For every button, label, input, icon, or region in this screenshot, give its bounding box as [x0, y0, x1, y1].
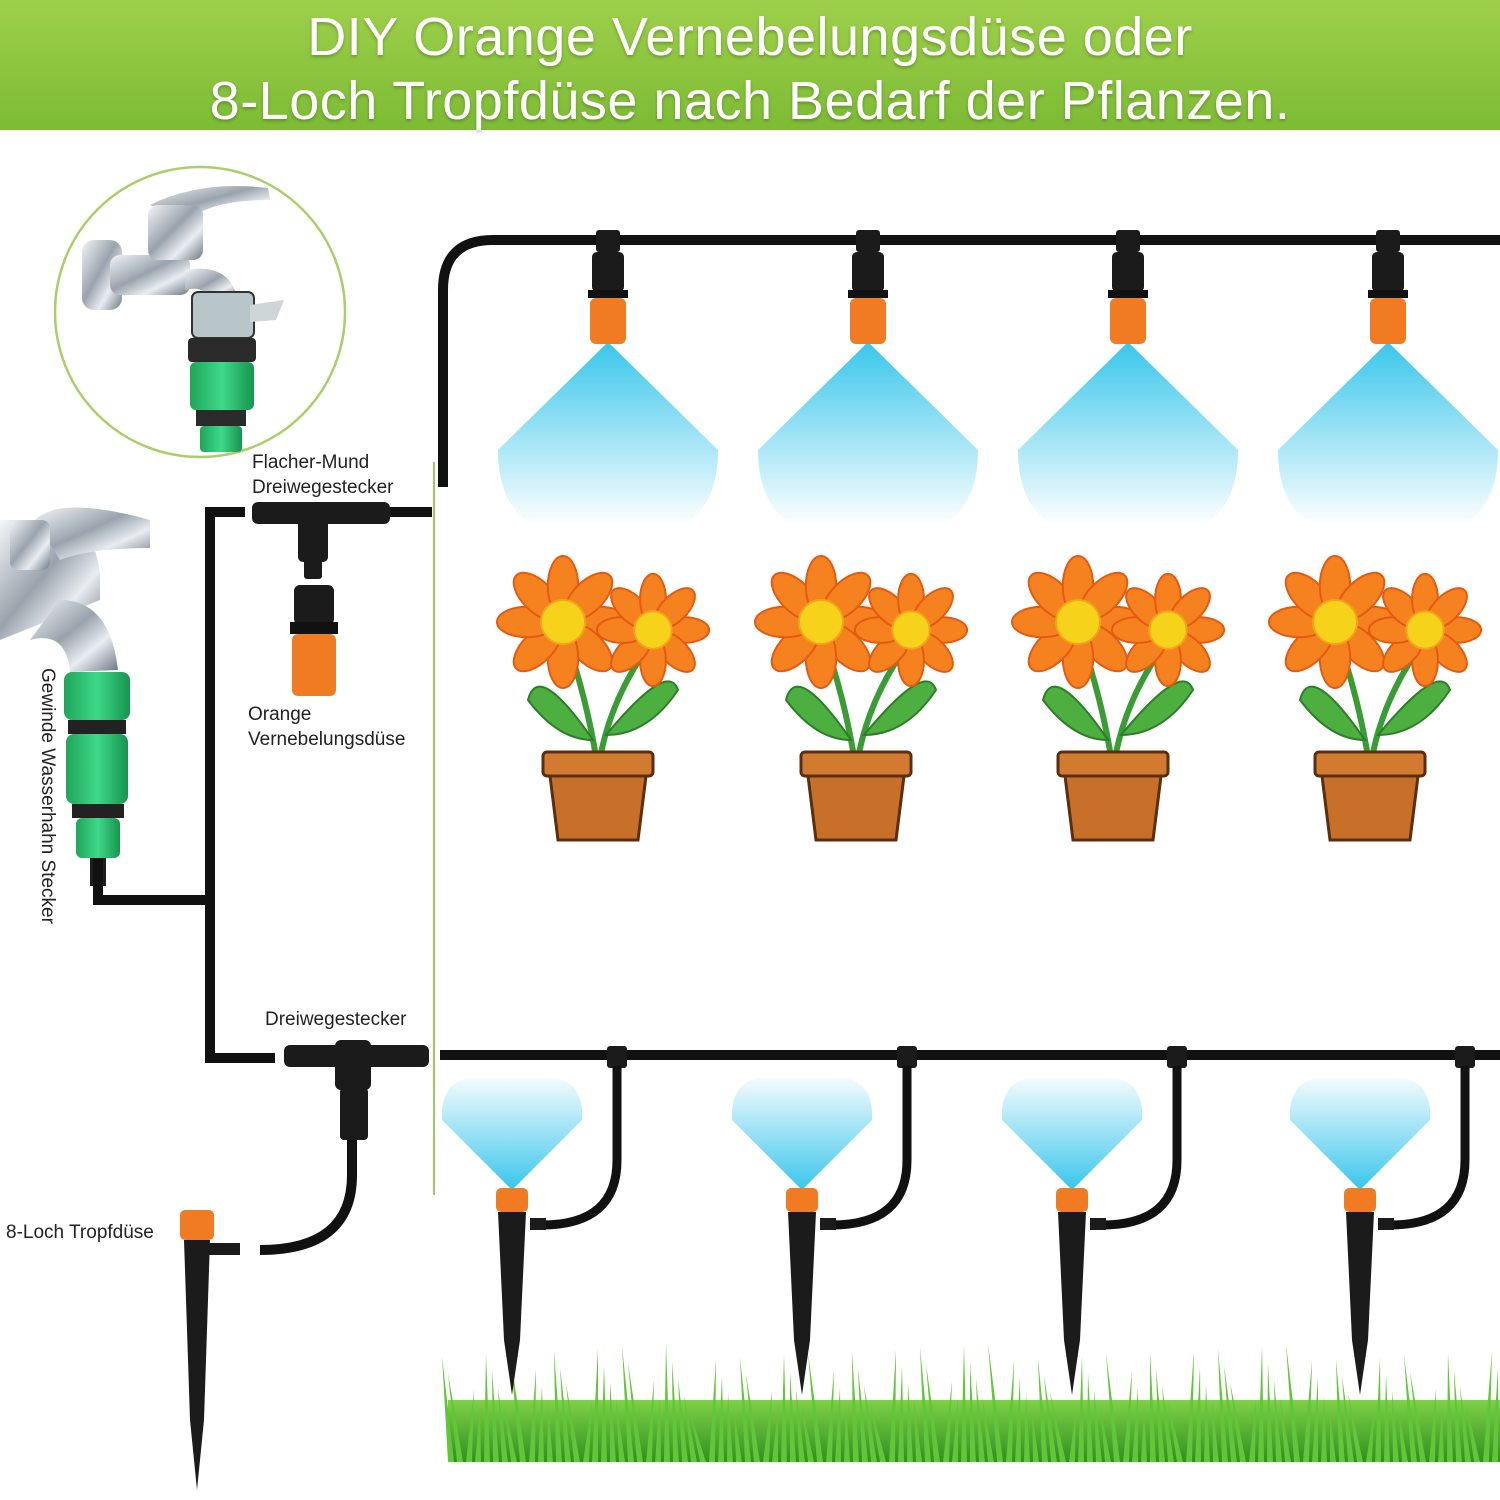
drip-stake-2: [731, 1046, 917, 1395]
label-drip-nozzle: 8-Loch Tropfdüse: [6, 1222, 154, 1243]
orange-mist-nozzle-icon: [290, 585, 338, 696]
drip-stake-1: [441, 1046, 627, 1395]
label-flat-connector-line-2: Dreiwegestecker: [252, 477, 394, 498]
label-tee-connector: Dreiwegestecker: [265, 1009, 407, 1030]
main-faucet-icon: [0, 507, 150, 886]
flower-pot-2: [754, 555, 969, 842]
label-orange-nozzle-line-2: Vernebelungsdüse: [248, 729, 406, 750]
mist-nozzle-2: [758, 230, 978, 525]
drip-stake-4: [1289, 1046, 1475, 1395]
quick-connector-icon: [188, 291, 284, 452]
label-flat-connector-line-1: Flacher-Mund: [252, 452, 370, 473]
faucet-inset: [53, 165, 347, 459]
label-flat-connector: Flacher-Mund Dreiwegestecker: [252, 450, 394, 500]
mist-nozzle-row: [498, 230, 1498, 525]
drip-stake-icon: [180, 1210, 240, 1490]
mist-nozzle-4: [1278, 230, 1498, 525]
label-tap-connector: Gewinde Wasserhahn Stecker: [37, 668, 58, 924]
title-banner: [0, 0, 1500, 130]
headline-line-1: DIY Orange Vernebelungsdüse oder: [307, 7, 1193, 67]
flat-tee-connector-icon: [252, 502, 390, 579]
faucet-icon: [82, 186, 270, 310]
flower-pot-3: [1011, 555, 1226, 842]
label-orange-nozzle-line-1: Orange: [248, 704, 312, 725]
flower-pot-row: [496, 555, 1483, 842]
tee-connector-icon: [284, 1040, 429, 1140]
drip-stake-3: [1001, 1046, 1187, 1395]
label-orange-nozzle: Orange Vernebelungsdüse: [248, 702, 405, 752]
flower-pot-1: [496, 555, 711, 842]
headline-line-2: 8-Loch Tropfdüse nach Bedarf der Pflanze…: [209, 71, 1291, 131]
flower-pot-4: [1268, 555, 1483, 842]
mist-nozzle-3: [1018, 230, 1238, 525]
drip-stake-row: [441, 1046, 1475, 1395]
grass-icon: [442, 1343, 1500, 1462]
mist-nozzle-1: [498, 230, 718, 525]
